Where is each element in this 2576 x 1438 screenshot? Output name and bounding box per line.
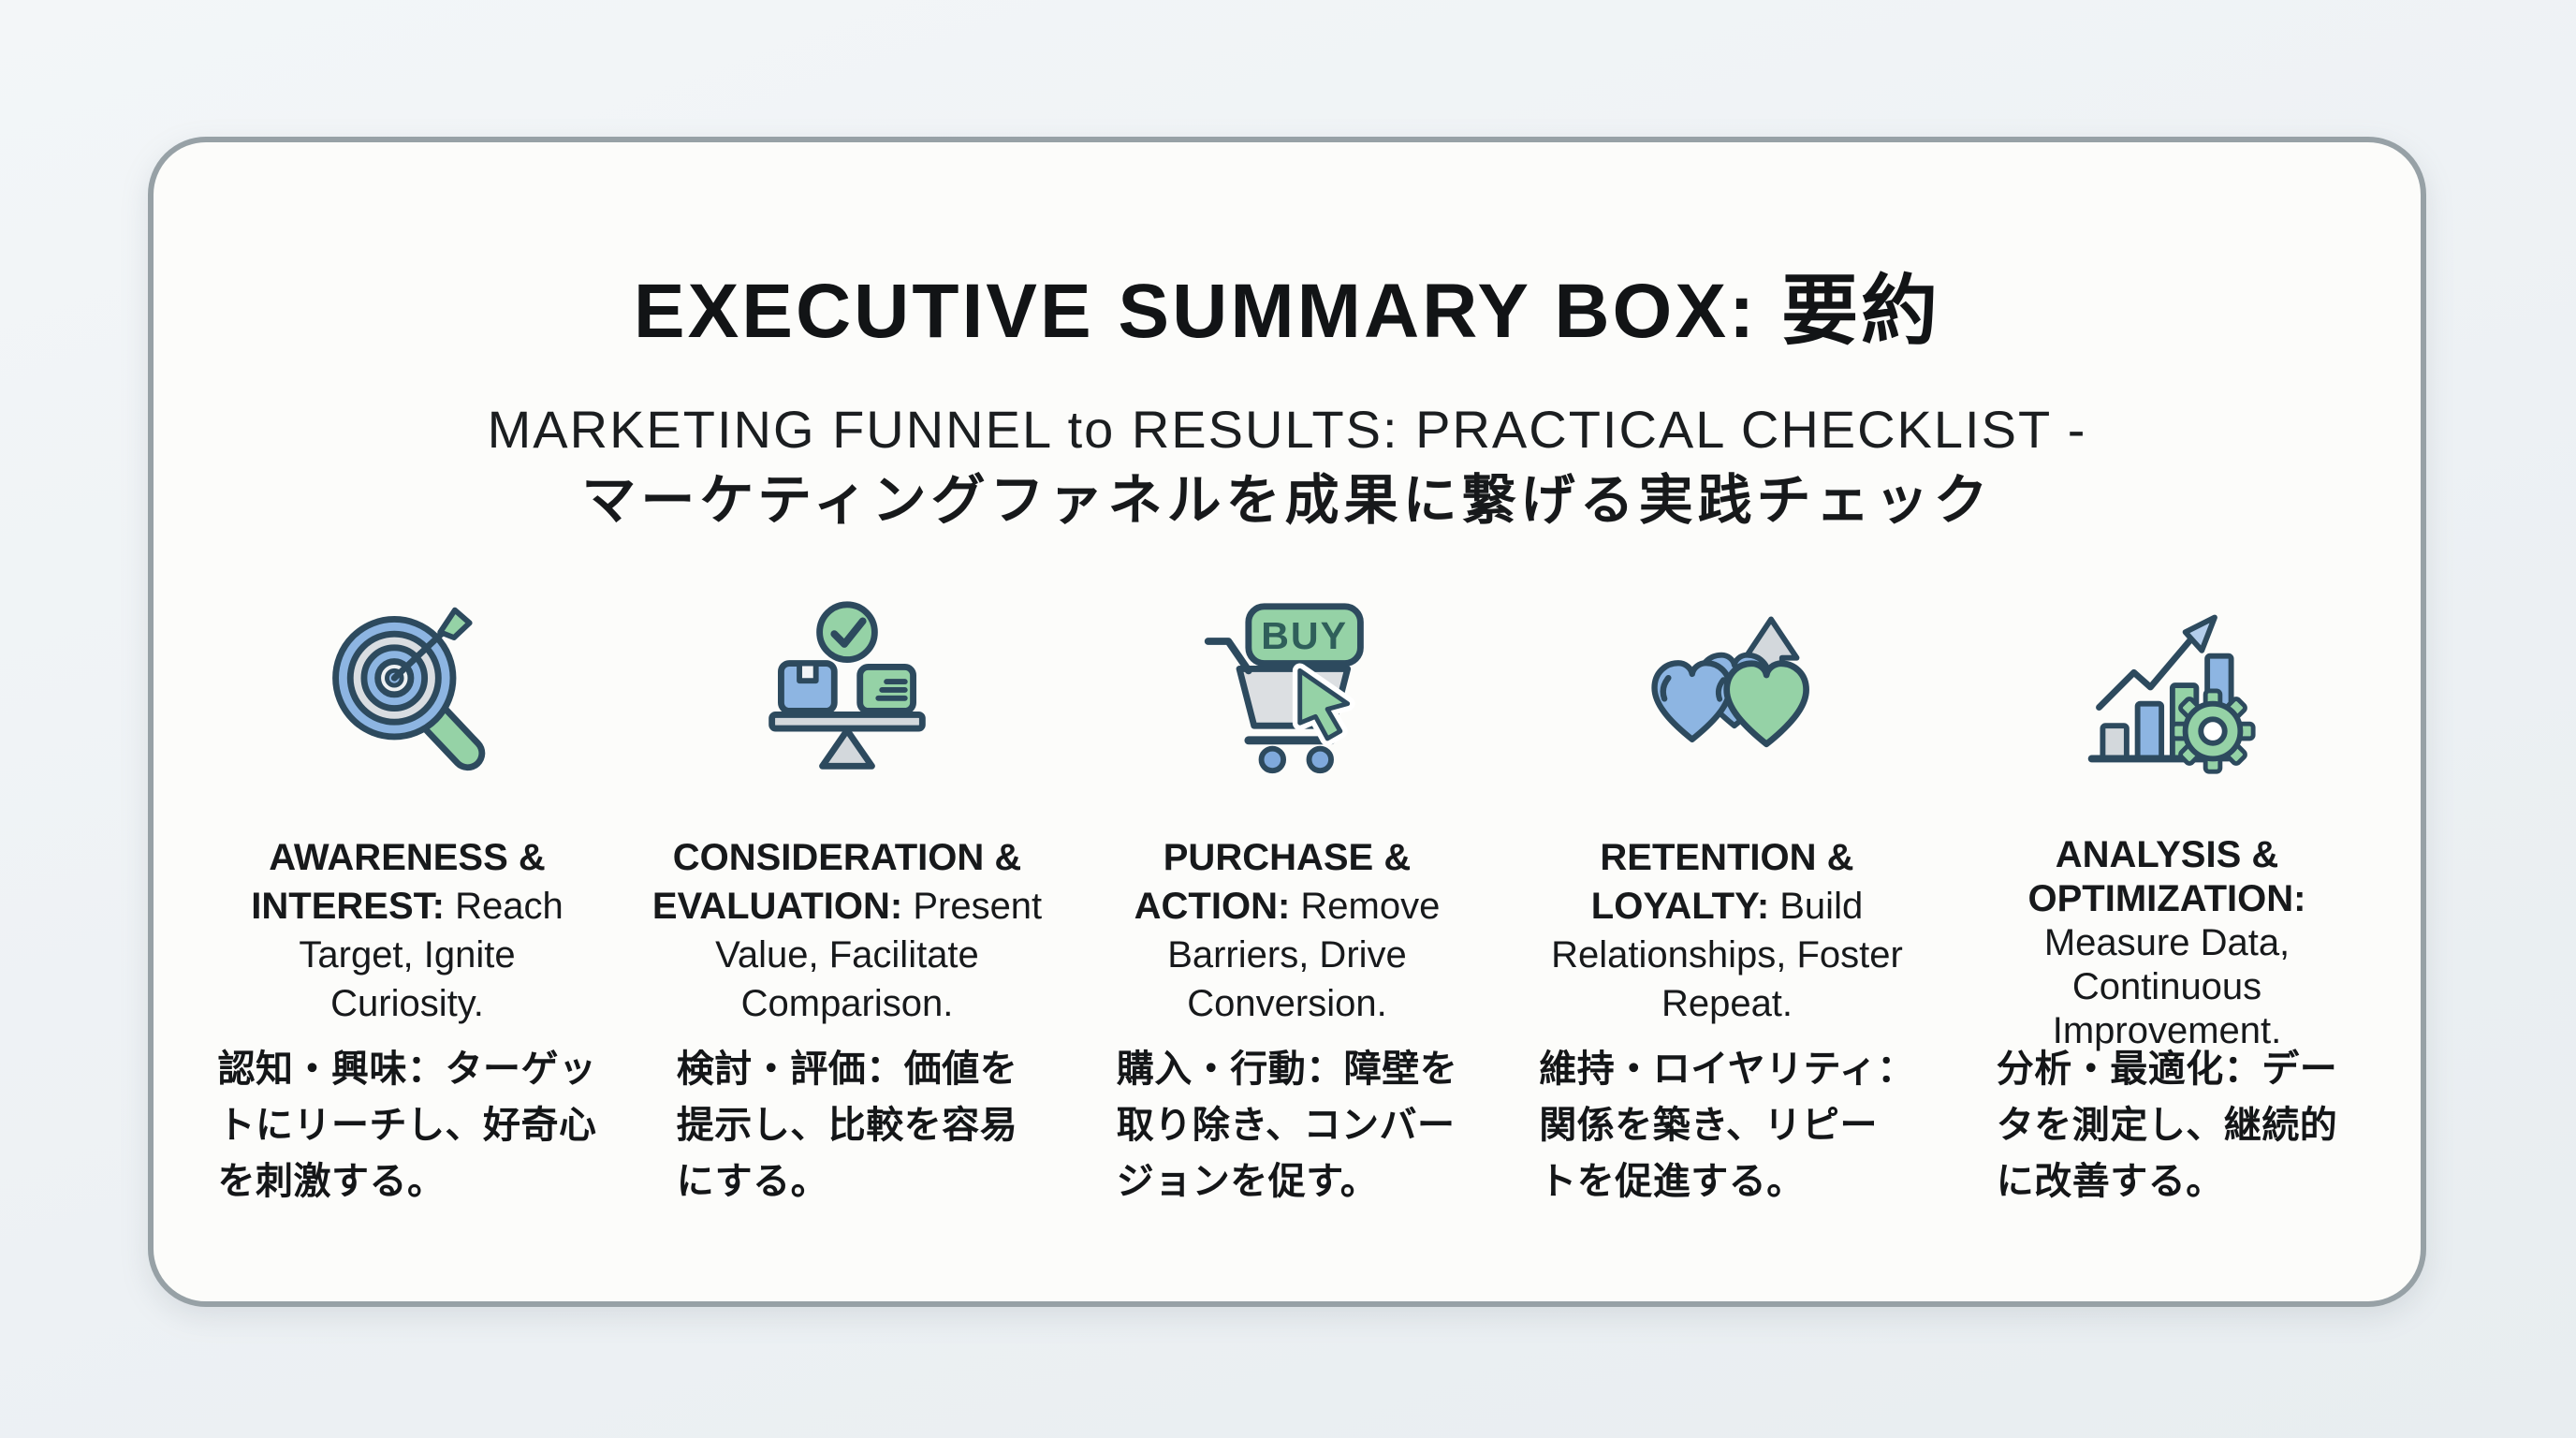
stage-heading: ANALYSIS & OPTIMIZATION:	[2027, 834, 2306, 920]
balance-scale-icon	[755, 592, 939, 783]
cart-buy-icon: BUY	[1195, 592, 1379, 783]
stage-heading: RETENTION & LOYALTY:	[1590, 837, 1854, 928]
stage-text-en: RETENTION & LOYALTY: Build Relationships…	[1551, 833, 1903, 1035]
stage-body: Measure Data, Continuous Improvement.	[2043, 921, 2291, 1051]
column-consideration-evaluation: CONSIDERATION & EVALUATION: Present Valu…	[627, 592, 1067, 1210]
stage-heading: AWARENESS & INTEREST:	[251, 837, 546, 928]
stage-body: Present Value, Facilitate Comparison.	[715, 886, 1043, 1025]
buy-button-label: BUY	[1261, 614, 1348, 657]
hearts-growth-icon	[1635, 592, 1819, 783]
stage-body: Build Relationships, Foster Repeat.	[1551, 886, 1903, 1025]
column-analysis-optimization: ANALYSIS & OPTIMIZATION: Measure Data, C…	[1947, 592, 2387, 1210]
stage-text-ja: 維持・ロイヤリティ： 関係を築き、リピー トを促進する。	[1539, 1049, 1915, 1203]
stage-body: Remove Barriers, Drive Conversion.	[1167, 886, 1441, 1025]
stage-text-ja: 購入・行動：障壁を 取り除き、コンバー ジョンを促す。	[1116, 1049, 1458, 1203]
stage-heading: PURCHASE & ACTION:	[1134, 837, 1412, 928]
stage-text-en: CONSIDERATION & EVALUATION: Present Valu…	[652, 833, 1042, 1035]
column-awareness-interest: AWARENESS & INTEREST: Reach Target, Igni…	[187, 592, 627, 1210]
column-retention-loyalty: RETENTION & LOYALTY: Build Relationships…	[1507, 592, 1947, 1210]
stage-text-en: ANALYSIS & OPTIMIZATION: Measure Data, C…	[2027, 833, 2306, 1047]
stage-text-ja: 分析・最適化：デー タを測定し、継続的 に改善する。	[1996, 1049, 2338, 1203]
funnel-columns: AWARENESS & INTEREST: Reach Target, Igni…	[154, 592, 2421, 1210]
stage-body: Reach Target, Ignite Curiosity.	[299, 886, 564, 1025]
target-magnifier-icon	[315, 592, 499, 783]
stage-heading: CONSIDERATION & EVALUATION:	[651, 837, 1022, 928]
summary-card: EXECUTIVE SUMMARY BOX: 要約 MARKETING FUNN…	[148, 137, 2426, 1307]
subtitle-english: MARKETING FUNNEL to RESULTS: PRACTICAL C…	[487, 400, 2087, 460]
subtitle-japanese: マーケティングファネルを成果に繋げる実践チェック	[581, 469, 1993, 531]
stage-text-ja: 検討・評価：価値を 提示し、比較を容易 にする。	[676, 1049, 1018, 1203]
column-purchase-action: BUY PURCHASE & ACTION: Remove Barriers, …	[1067, 592, 1507, 1210]
stage-text-en: PURCHASE & ACTION: Remove Barriers, Driv…	[1134, 833, 1441, 1035]
chart-gear-icon	[2075, 592, 2259, 783]
stage-text-en: AWARENESS & INTEREST: Reach Target, Igni…	[251, 833, 563, 1035]
page-title: EXECUTIVE SUMMARY BOX: 要約	[633, 269, 1941, 354]
stage-text-ja: 認知・興味：ターゲッ トにリーチし、好奇心 を刺激する。	[217, 1049, 597, 1203]
